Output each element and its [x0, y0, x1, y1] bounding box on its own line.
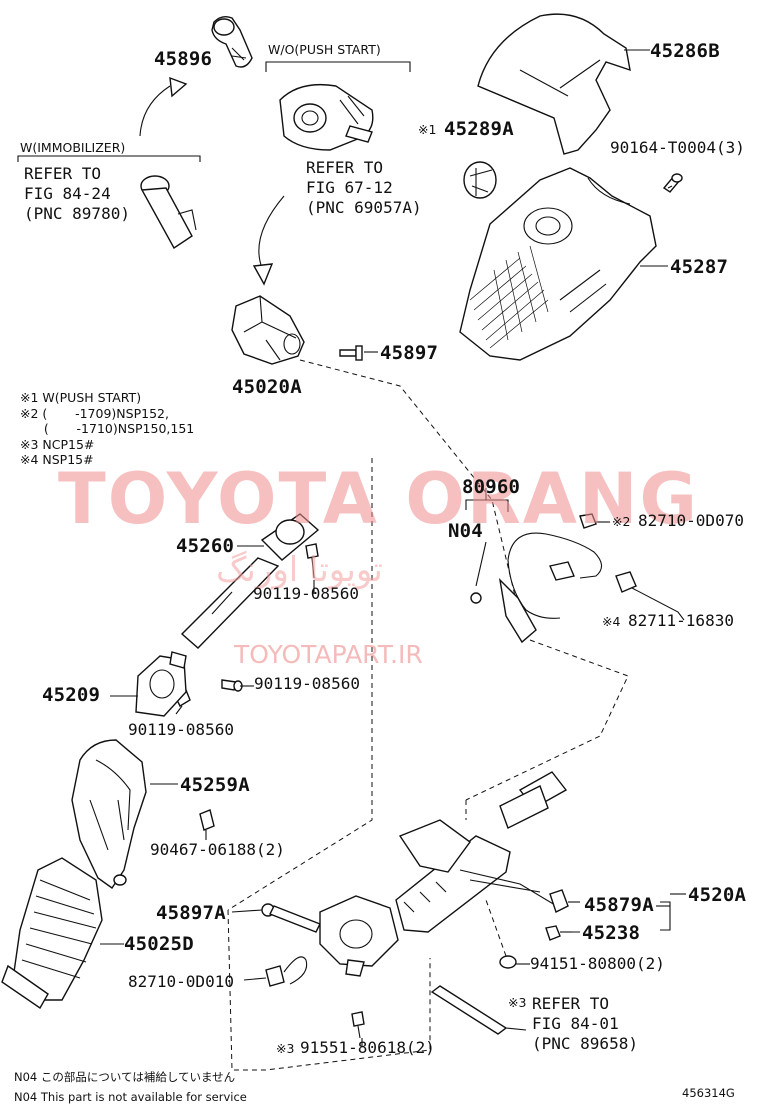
- part-82711-drawing: [615, 571, 685, 621]
- label-45025d: 45025D: [124, 933, 194, 955]
- dash-harness-to-column: [465, 639, 629, 801]
- part-45897a-drawing: [231, 903, 321, 933]
- figure-id: 456314G: [682, 1086, 735, 1100]
- footer-n04-en: N04 This part is not available for servi…: [14, 1090, 247, 1104]
- note-3: ( -1710)NSP150,151: [20, 421, 195, 436]
- label-45260: 45260: [176, 535, 235, 557]
- part-90467-drawing: [199, 809, 215, 831]
- label-45289a: 45289A: [444, 118, 514, 140]
- part-45025d-drawing: [1, 857, 103, 1010]
- part-82710-0d070-drawing: [579, 513, 610, 529]
- label-45287: 45287: [670, 256, 729, 278]
- part-45897-drawing: [339, 345, 378, 361]
- label-refer-67-12: REFER TO FIG 67-12 (PNC 69057A): [306, 158, 422, 217]
- label-45289a-mark: ※1: [418, 122, 437, 137]
- bracket-4520a: [660, 901, 671, 931]
- label-refer-84-24: REFER TO FIG 84-24 (PNC 89780): [24, 164, 130, 223]
- arrow-immobilizer: [139, 76, 188, 137]
- part-45287-drawing: [459, 167, 657, 361]
- label-90119-c: 90119-08560: [128, 720, 234, 739]
- note-1: ※1 W(PUSH START): [20, 390, 142, 405]
- label-45879a: 45879A: [584, 894, 654, 916]
- label-4520a: 4520A: [688, 884, 747, 906]
- label-80960: 80960: [462, 476, 521, 498]
- label-refer-84-01: REFER TO FIG 84-01 (PNC 89658): [532, 994, 638, 1053]
- dash-lower-group: [227, 909, 431, 1071]
- label-91551: 91551-80618(2): [300, 1038, 435, 1057]
- bracket-wo-push-start: [265, 61, 411, 72]
- part-90119-b-drawing: [221, 679, 243, 692]
- bracket-immobilizer: [17, 155, 201, 162]
- dash-shaft-group: [227, 458, 373, 911]
- label-82710-0d070: 82710-0D070: [638, 511, 744, 530]
- part-45286b-drawing: [477, 13, 631, 155]
- footer-n04-jp: N04 この部品については補給していません: [14, 1070, 236, 1084]
- label-45020a: 45020A: [232, 376, 302, 398]
- watermark-brand: TOYOTA ORANG: [58, 458, 699, 540]
- part-80960-drawing: [470, 532, 603, 644]
- part-90164-drawing: [662, 173, 683, 193]
- label-82711: 82711-16830: [628, 611, 734, 630]
- part-45259a-drawing: [71, 739, 147, 889]
- label-45259a: 45259A: [180, 774, 250, 796]
- label-82710-0d070-mark: ※2: [612, 514, 631, 529]
- label-wo-push-start: W/O(PUSH START): [268, 42, 381, 57]
- label-45286b: 45286B: [650, 40, 720, 62]
- part-45896-drawing: [211, 15, 253, 68]
- part-45879a-drawing: [549, 889, 580, 913]
- label-82711-mark: ※4: [602, 614, 621, 629]
- leader-n04: [475, 541, 487, 587]
- watermark-site: TOYOTAPART.IR: [234, 640, 423, 669]
- part-90119-a-drawing: [305, 543, 319, 579]
- part-94151-drawing: [485, 899, 517, 969]
- part-45238-drawing: [545, 925, 572, 941]
- immobilizer-part-drawing: [140, 175, 197, 250]
- note-4: ※3 NCP15#: [20, 436, 95, 452]
- part-45209-drawing: [135, 651, 187, 717]
- label-45209: 45209: [42, 684, 101, 706]
- part-91551-drawing: [351, 1011, 365, 1039]
- label-90119-b: 90119-08560: [254, 674, 360, 693]
- arrow-to-45020a: [252, 195, 285, 286]
- part-4520a-column-drawing: [319, 771, 568, 977]
- label-n04: N04: [448, 520, 483, 542]
- label-90119-a: 90119-08560: [253, 584, 359, 603]
- label-91551-mark: ※3: [276, 1041, 295, 1056]
- part-45020a-drawing: [231, 295, 305, 365]
- notes-block: ※1 W(PUSH START) ※2 ( -1709)NSP152, ( -1…: [20, 390, 195, 467]
- watermark-persian: تویوتا اورنگ: [216, 550, 383, 590]
- label-45897: 45897: [380, 342, 439, 364]
- label-45896: 45896: [154, 48, 213, 70]
- label-90164: 90164-T0004(3): [610, 138, 745, 157]
- ignition-assy-drawing: [279, 83, 374, 151]
- leader-lines: [100, 49, 673, 1046]
- label-45897a: 45897A: [156, 902, 226, 924]
- label-w-immobilizer: W(IMMOBILIZER): [20, 140, 126, 155]
- part-45289a-drawing: [463, 161, 497, 199]
- part-45260-drawing: [180, 513, 320, 649]
- note-2: ※2 ( -1709)NSP152,: [20, 405, 169, 421]
- part-82710-0d010-drawing: [243, 956, 308, 987]
- label-45238: 45238: [582, 922, 641, 944]
- label-94151: 94151-80800(2): [530, 954, 665, 973]
- label-90467: 90467-06188(2): [150, 840, 285, 859]
- bracket-80960: [465, 499, 509, 512]
- note-5: ※4 NSP15#: [20, 452, 94, 467]
- dash-45020a-to-column: [299, 359, 517, 601]
- part-84-01-drawing: [430, 985, 527, 1035]
- label-refer-84-01-mark: ※3: [508, 995, 527, 1010]
- label-82710-0d010: 82710-0D010: [128, 972, 234, 991]
